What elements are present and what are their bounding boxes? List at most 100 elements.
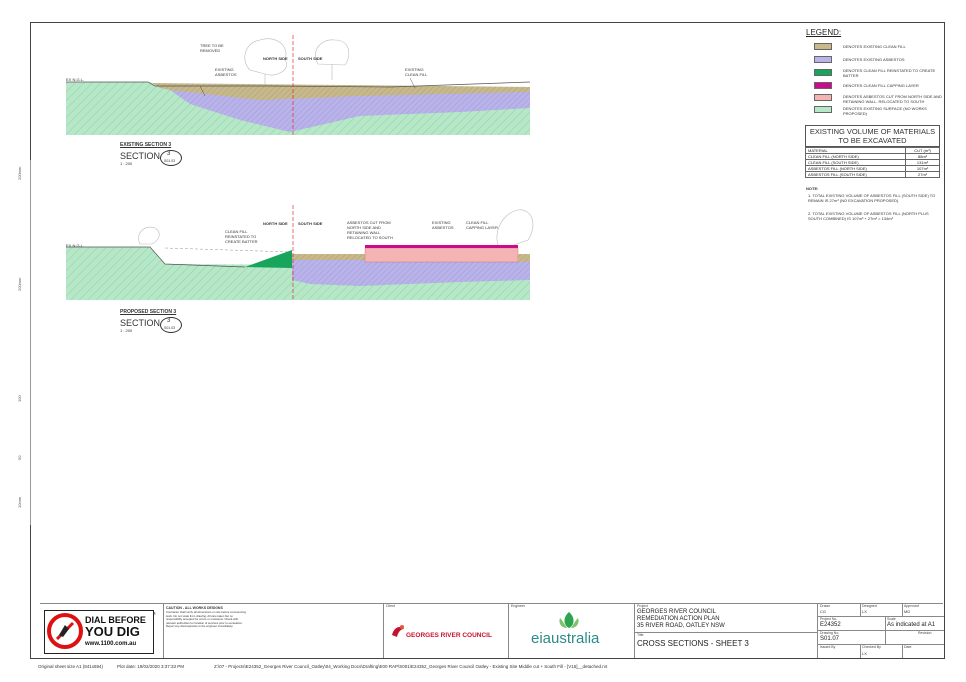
- section-sheet-ref: S01.03: [164, 326, 176, 330]
- scale-bar: [30, 160, 32, 525]
- scale-tick-label: 200mm: [17, 166, 22, 180]
- scale-tick-label: 50: [17, 455, 22, 460]
- drawing-title: CROSS SECTIONS - SHEET 3: [637, 639, 749, 648]
- no-dig-icon: [47, 613, 83, 649]
- volume-table-title-box: [805, 125, 940, 147]
- footer-sheet-size: Original sheet size A1 (841x594): [38, 664, 104, 669]
- caution-body: Contractor shall verify all dimensions o…: [166, 610, 246, 629]
- project-line: GEORGES RIVER COUNCIL: [637, 609, 717, 615]
- title-block: [40, 603, 943, 659]
- project-line: 35 RIVER ROAD, OATLEY NSW: [637, 623, 725, 629]
- dial-url: www.1100.com.au: [85, 641, 137, 647]
- section-word: SECTION: [120, 151, 161, 161]
- legend-swatch: [814, 56, 832, 63]
- project-no-value: E24352: [820, 622, 841, 628]
- south-side-label: SOUTH SIDE: [298, 56, 323, 61]
- scale-value: As indicated at A1: [887, 622, 936, 628]
- table-row: ASBESTOS FILL (SOUTH SIDE)27m³: [804, 171, 940, 178]
- dial-line1: DIAL BEFORE: [85, 615, 146, 625]
- project-label: Project: [637, 604, 648, 608]
- ngl-label: EX N.G.L.: [66, 77, 85, 82]
- project-line: REMEDIATION ACTION PLAN: [637, 616, 720, 622]
- footer-file-path: Z:\07 - Projects\E24352_Georges River Co…: [214, 664, 608, 669]
- legend-item-label: DENOTES EXISTING SURFACE (NO WORKS PROPO…: [843, 106, 927, 116]
- issued-label: Issued By: [820, 645, 836, 649]
- grid-line: [860, 603, 861, 616]
- eiaustralia-logo-icon: [559, 612, 579, 628]
- volume-table-title: EXISTING VOLUME OF MATERIALS TO BE EXCAV…: [809, 127, 936, 145]
- legend-item-label: DENOTES EXISTING CLEAN FILL: [843, 44, 906, 49]
- engineer-name: eiaustralia: [531, 630, 600, 647]
- table-cell: ASBESTOS FILL (SOUTH SIDE): [804, 171, 907, 178]
- engineer-cell: Engineer eiaustralia: [508, 603, 634, 658]
- grid-line: [818, 644, 944, 645]
- note-item: 2. TOTAL EXISTING VOLUME OF ASBESTOS FIL…: [808, 211, 929, 221]
- north-side-label: NORTH SIDE: [263, 56, 288, 61]
- legend-swatch: [814, 82, 832, 89]
- grid-line: [902, 644, 903, 658]
- georges-river-logo-icon: [392, 625, 404, 637]
- legend-swatch: [814, 69, 832, 76]
- note-item: 1. TOTAL EXISTING VOLUME OF ASBESTOS FIL…: [808, 193, 936, 203]
- scale-tick-label: 10mm: [17, 496, 22, 508]
- registered-mark: ®: [153, 611, 156, 616]
- legend-swatch: [814, 106, 832, 113]
- grid-line: [818, 630, 944, 631]
- proposed-section-drawing: [66, 205, 534, 300]
- grid-line: [818, 616, 944, 617]
- north-side-label: NORTH SIDE: [263, 221, 288, 226]
- table-cell: 27m³: [905, 171, 940, 178]
- drawn-value: CG: [820, 609, 826, 614]
- dial-line2: YOU DIG: [85, 624, 140, 639]
- section-number: 3: [167, 151, 171, 157]
- existing-section-drawing: [66, 35, 531, 136]
- notes-title: NOTE:: [806, 186, 819, 191]
- legend-swatch: [814, 43, 832, 50]
- clean-fill-batter-label: CLEAN FILL REINSTATED TO CREATE BATTER: [225, 229, 258, 244]
- existing-asbestos-label: EXISTING ASBESTOS: [215, 67, 237, 77]
- checked-label: Checked By: [862, 645, 881, 649]
- project-cell: Project GEORGES RIVER COUNCIL REMEDIATIO…: [634, 603, 818, 658]
- client-name: GEORGES RIVER COUNCIL: [406, 632, 492, 639]
- footer-plot-date: Plot date: 19/02/2020 3:37:33 PM: [117, 664, 185, 669]
- designed-value: LX: [862, 609, 867, 614]
- engineer-label: Engineer: [511, 604, 526, 608]
- section-sheet-ref: S01.03: [164, 159, 176, 163]
- section-word: SECTION: [120, 318, 161, 328]
- tree-label: TREE TO BE REMOVED: [200, 43, 224, 53]
- south-side-label: SOUTH SIDE: [298, 221, 323, 226]
- legend-item-label: DENOTES EXISTING ASBESTOS: [843, 57, 905, 62]
- revision-label: Revision: [918, 631, 932, 635]
- scale-tick-label: 200mm: [17, 277, 22, 291]
- section-number-bubble: [160, 317, 182, 333]
- approved-label: Approved: [904, 604, 919, 608]
- ngl-label: EX N.G.L.: [66, 243, 85, 248]
- info-grid: Drawn CG Designed LX Approved MD Project…: [817, 603, 944, 658]
- existing-clean-fill-label: EXISTING CLEAN FILL: [405, 67, 428, 77]
- designed-label: Designed: [862, 604, 877, 608]
- scale-tick-label: 100: [17, 395, 22, 402]
- date-label: Date: [904, 645, 912, 649]
- approved-value: MD: [904, 609, 911, 614]
- divider: [635, 632, 818, 633]
- asbestos-cut-label: ASBESTOS CUT FROM NORTH SIDE AND RETAINI…: [347, 220, 393, 240]
- grid-line: [902, 603, 903, 616]
- grid-line: [860, 644, 861, 658]
- grid-line: [885, 616, 886, 644]
- section-number-bubble: [160, 150, 182, 166]
- caution-cell: CAUTION - ALL WORKS DESIGNS Contractor s…: [163, 603, 383, 658]
- section-number: 3: [167, 318, 171, 324]
- caution-title: CAUTION - ALL WORKS DESIGNS: [166, 606, 223, 610]
- title-label: Title: [637, 633, 644, 637]
- scale-label: Scale: [887, 617, 896, 621]
- existing-section-caption: EXISTING SECTION 3: [120, 142, 172, 148]
- section-scale: 1 : 200: [120, 328, 133, 333]
- client-label: Client: [386, 604, 395, 608]
- legend-item-label: DENOTES ASBESTOS CUT FROM NORTH SIDE AND…: [843, 94, 942, 104]
- drawn-label: Drawn: [820, 604, 831, 608]
- existing-asbestos-label: EXISTING ASBESTOS: [432, 220, 454, 230]
- section-scale: 1 : 200: [120, 161, 133, 166]
- proposed-section-caption: PROPOSED SECTION 3: [120, 309, 177, 315]
- legend-item-label: DENOTES CLEAN FILL CAPPING LAYER: [843, 83, 919, 88]
